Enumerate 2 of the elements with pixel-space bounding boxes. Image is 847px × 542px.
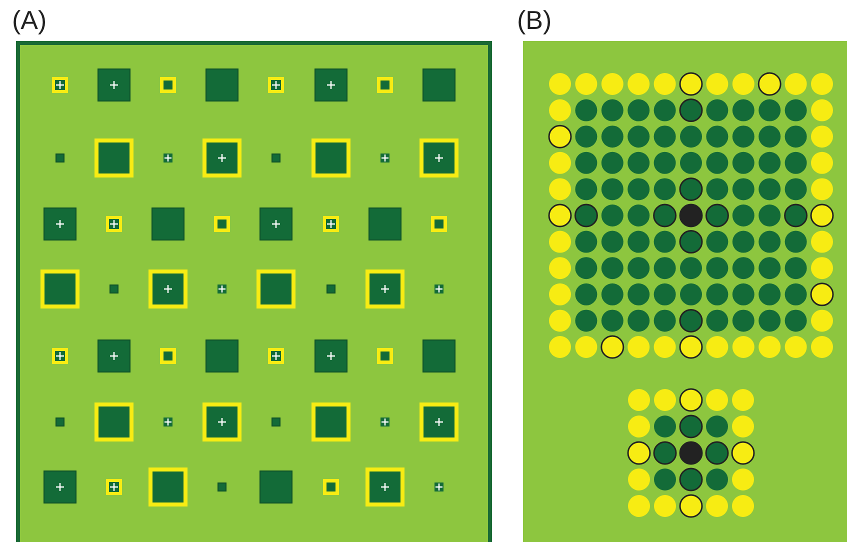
panel-label: (A) (12, 4, 47, 36)
panel-label: (B) (517, 4, 552, 36)
